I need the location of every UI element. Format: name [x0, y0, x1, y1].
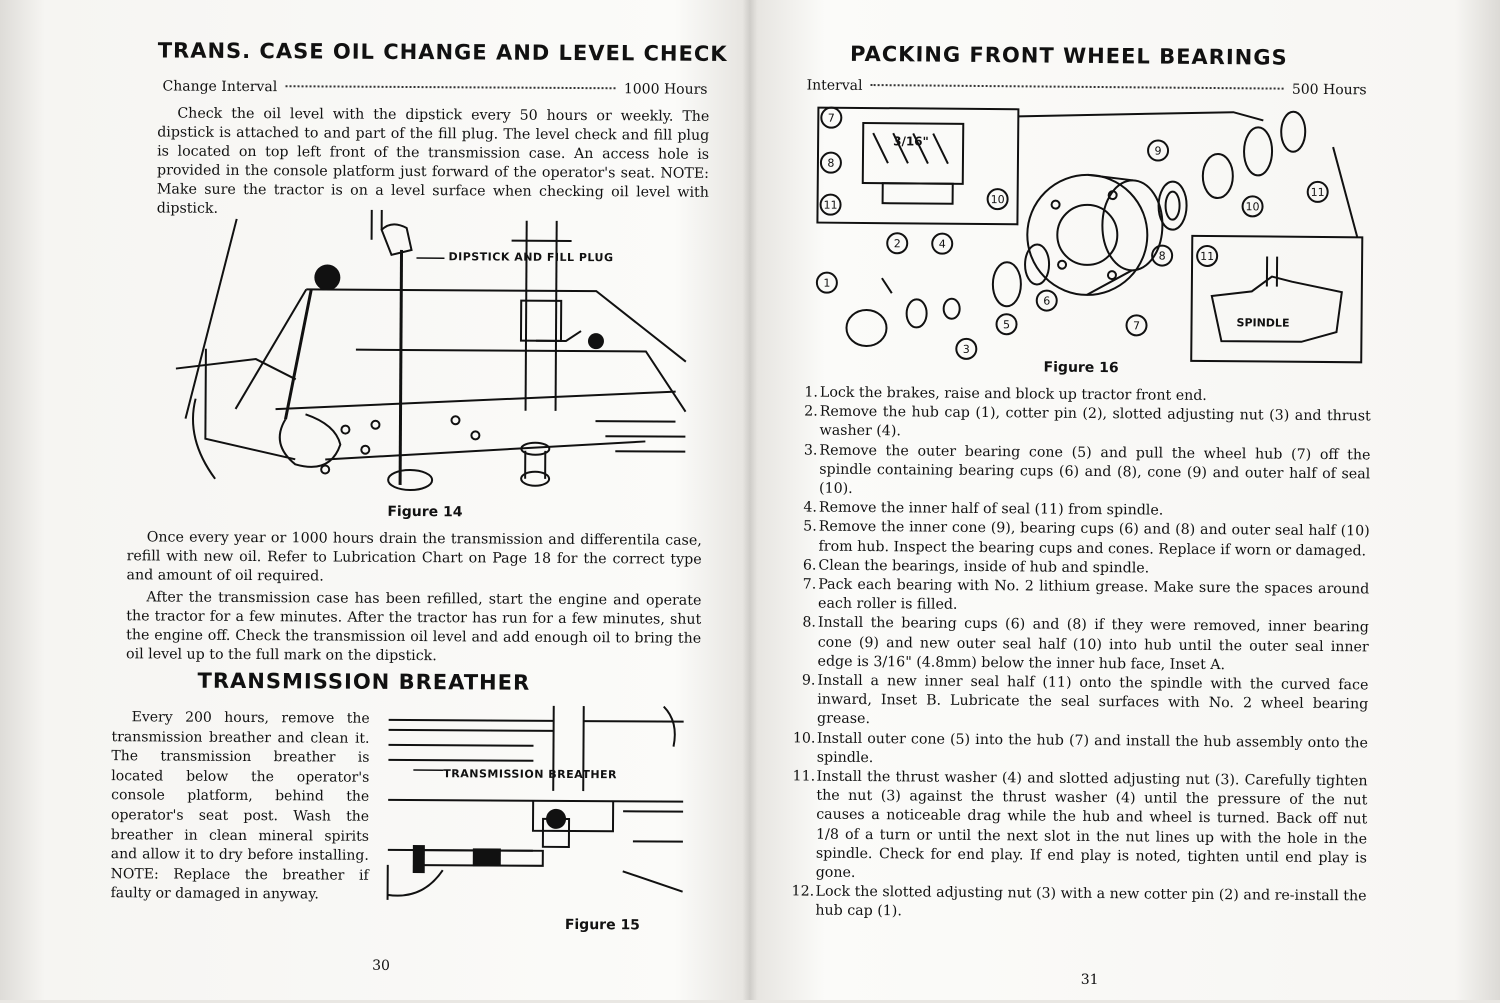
procedure-steps: 1.Lock the brakes, raise and block up tr… [791, 383, 1371, 926]
inset-a-part-11: 11 [824, 199, 838, 212]
interval-value: 1000 Hours [623, 81, 708, 98]
part-number-1: 1 [823, 277, 830, 290]
step-number: 9. [801, 672, 816, 689]
part-number-11: 11 [1311, 186, 1325, 199]
inset-a-part-7: 7 [828, 112, 835, 125]
inset-a-dimension: 3/16" [893, 134, 929, 148]
page-number: 31 [1080, 971, 1099, 989]
step-number: 6. [802, 557, 817, 574]
oil-change-paragraph: Once every year or 1000 hours drain the … [126, 529, 702, 585]
part-number-8: 8 [1159, 250, 1166, 263]
step-item: 8.Install the bearing cups (6) and (8) i… [793, 614, 1369, 677]
page-31: PACKING FRONT WHEEL BEARINGS Interval 50… [791, 0, 1400, 1003]
step-text: Install a new inner seal half (11) onto … [817, 672, 1369, 728]
step-text: Pack each bearing with No. 2 lithium gre… [818, 576, 1370, 614]
step-item: 3.Remove the outer bearing cone (5) and … [795, 441, 1371, 504]
interval-label: Change Interval [162, 78, 278, 96]
dot-leader [285, 85, 616, 90]
step-number: 4. [803, 499, 817, 516]
step-number: 11. [792, 768, 816, 785]
step-item: 10.Install outer cone (5) into the hub (… [793, 729, 1368, 772]
interval-value: 500 Hours [1291, 81, 1367, 99]
breather-paragraph: Every 200 hours, remove the transmission… [110, 709, 370, 903]
inset-b-frame [1190, 234, 1364, 364]
interval-label: Interval [806, 77, 863, 94]
step-text: Remove the hub cap (1), cotter pin (2), … [819, 403, 1371, 440]
step-text: Install the bearing cups (6) and (8) if … [817, 615, 1369, 673]
figure-14-caption: Figure 14 [387, 503, 463, 521]
step-text: Install outer cone (5) into the hub (7) … [816, 730, 1368, 766]
step-number: 2. [804, 403, 818, 420]
inset-a-frame [816, 106, 1020, 226]
step-item: 7.Pack each bearing with No. 2 lithium g… [794, 575, 1370, 618]
step-number: 8. [802, 614, 816, 632]
page-title: PACKING FRONT WHEEL BEARINGS [849, 41, 1288, 70]
page-30: TRANS. CASE OIL CHANGE AND LEVEL CHECK C… [102, 0, 728, 1002]
step-item: 9.Install a new inner seal half (11) ont… [793, 671, 1369, 734]
step-text: Install the thrust washer (4) and slotte… [815, 768, 1368, 882]
step-number: 5. [803, 518, 817, 535]
part-number-4: 4 [939, 238, 946, 251]
step-number: 12. [791, 883, 815, 900]
part-number-6: 6 [1043, 295, 1050, 308]
step-number: 10. [792, 730, 816, 747]
step-item: 5.Remove the inner cone (9), bearing cup… [794, 518, 1370, 561]
step-number: 3. [803, 442, 818, 459]
step-number: 1. [804, 384, 818, 401]
part-number-7: 7 [1133, 319, 1140, 332]
step-item: 2.Remove the hub cap (1), cotter pin (2)… [796, 403, 1371, 446]
breather-title: TRANSMISSION BREATHER [197, 668, 531, 695]
step-text: Lock the slotted adjusting nut (3) with … [815, 883, 1367, 920]
figure-15-illustration [386, 705, 684, 900]
page-title: TRANS. CASE OIL CHANGE AND LEVEL CHECK [157, 38, 728, 66]
step-item: 12.Lock the slotted adjusting nut (3) wi… [791, 883, 1367, 926]
step-number: 7. [802, 576, 817, 593]
page-number: 30 [372, 957, 391, 974]
inset-b-label: SPINDLE [1236, 316, 1289, 329]
figure-14-illustration [175, 209, 687, 492]
refill-paragraph: After the transmission case has been ref… [126, 589, 702, 665]
step-item: 11.Install the thrust washer (4) and slo… [792, 767, 1368, 887]
dipstick-callout: DIPSTICK AND FILL PLUG [448, 250, 614, 265]
part-number-5: 5 [1003, 318, 1010, 331]
figure-16-illustration: 3/16" SPINDLE 1 2 3 4 5 6 7 8 9 10 11 7 … [815, 106, 1364, 364]
inset-a-part-10: 10 [991, 193, 1005, 206]
part-number-10: 10 [1246, 200, 1260, 213]
breather-callout: TRANSMISSION BREATHER [443, 767, 618, 782]
dot-leader [870, 84, 1284, 90]
figure-16: 3/16" SPINDLE 1 2 3 4 5 6 7 8 9 10 11 7 … [811, 103, 1373, 383]
figure-15-caption: Figure 15 [564, 916, 641, 934]
figure-15: TRANSMISSION BREATHER Figure 15 [382, 700, 693, 942]
inset-b-part-11: 11 [1200, 250, 1214, 263]
part-number-2: 2 [894, 237, 901, 250]
figure-16-caption: Figure 16 [1043, 359, 1119, 377]
step-text: Remove the inner cone (9), bearing cups … [818, 519, 1370, 559]
change-interval-row: Change Interval 1000 Hours [162, 78, 707, 97]
part-number-9: 9 [1154, 145, 1161, 158]
figure-14: DIPSTICK AND FILL PLUG Figure 14 [175, 209, 697, 520]
part-number-3: 3 [963, 343, 970, 356]
inset-a-part-8: 8 [827, 157, 834, 170]
interval-row: Interval 500 Hours [807, 77, 1367, 98]
step-text: Remove the outer bearing cone (5) and pu… [819, 442, 1371, 497]
oil-level-paragraph: Check the oil level with the dipstick ev… [156, 105, 710, 217]
